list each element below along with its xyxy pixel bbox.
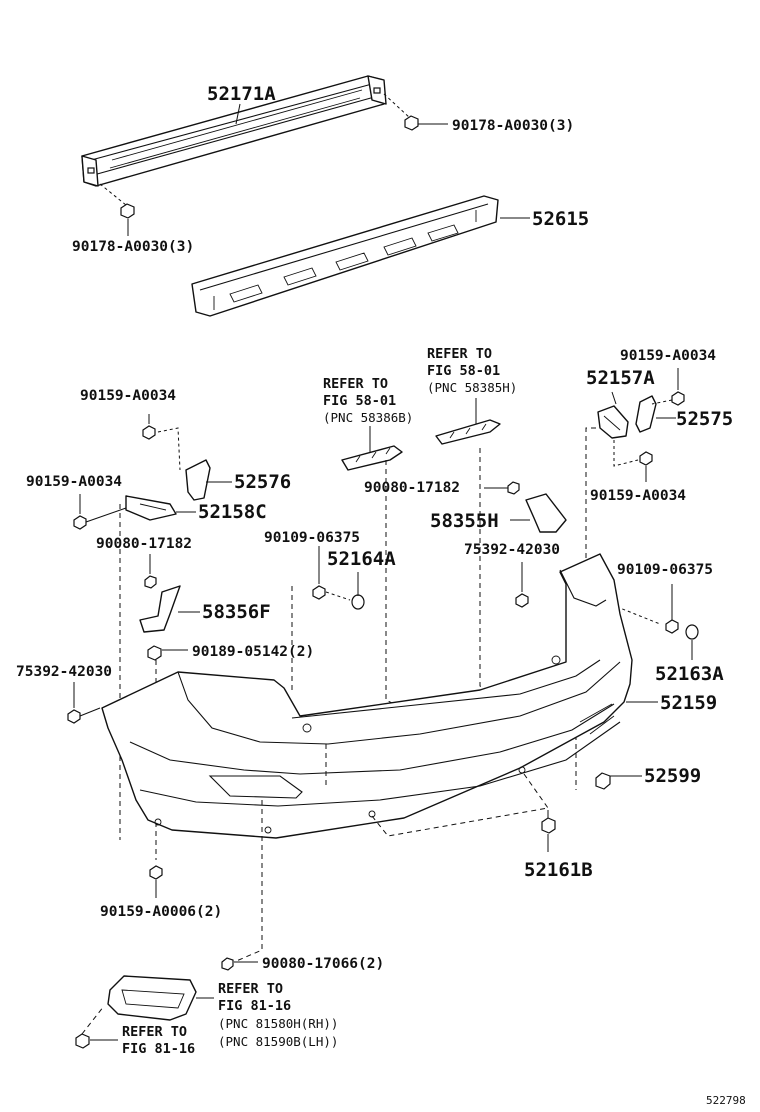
label-grommet-right: 90109-06375 bbox=[617, 562, 713, 578]
label-ref-8116-a-1: REFER TO bbox=[218, 981, 283, 997]
label-rivet-left: 75392-42030 bbox=[16, 664, 112, 680]
label-retainer-lh-small: 52576 bbox=[234, 471, 291, 493]
label-ref-8116-a-4: (PNC 81590B(LH)) bbox=[218, 1034, 338, 1049]
rivet-left[interactable] bbox=[67, 682, 101, 724]
bracket-rh[interactable] bbox=[525, 493, 567, 533]
screw-right-lower[interactable] bbox=[639, 451, 653, 482]
label-reinforcement: 52171A bbox=[207, 83, 276, 105]
label-ref-5801-b-2: FIG 58-01 bbox=[427, 363, 500, 379]
retainer-rh[interactable] bbox=[597, 405, 629, 439]
label-grommet-left: 90109-06375 bbox=[264, 530, 360, 546]
reinforcement-beam[interactable] bbox=[81, 75, 387, 187]
clip-bottom[interactable] bbox=[541, 810, 556, 852]
label-reinforcement-nut: 90178-A0030(3) bbox=[452, 118, 574, 134]
label-ref-8116-a-2: FIG 81-16 bbox=[218, 998, 291, 1014]
label-ref-8116-b-1: REFER TO bbox=[122, 1024, 187, 1040]
label-ref-8116-a-3: (PNC 81580H(RH)) bbox=[218, 1016, 338, 1031]
rivet-mid[interactable] bbox=[515, 562, 529, 608]
clip-left[interactable] bbox=[144, 554, 157, 589]
grommet-left[interactable] bbox=[312, 585, 326, 600]
bracket-lh[interactable] bbox=[139, 585, 181, 633]
screw-bottom[interactable] bbox=[149, 865, 163, 898]
label-rivet-mid: 75392-42030 bbox=[464, 542, 560, 558]
cover-right[interactable] bbox=[685, 624, 699, 640]
label-clip-mid: 90080-17182 bbox=[364, 480, 460, 496]
label-absorber: 52615 bbox=[532, 208, 589, 230]
nut-bracket[interactable] bbox=[147, 645, 162, 661]
label-cover-left: 52164A bbox=[327, 548, 396, 570]
diagram-id: 522798 bbox=[706, 1094, 746, 1107]
label-reinforcement-nut-lower: 90178-A0030(3) bbox=[72, 239, 194, 255]
screw-left-top[interactable] bbox=[142, 414, 156, 440]
clip-lamp[interactable] bbox=[221, 957, 234, 971]
label-ref-5801-b-1: REFER TO bbox=[427, 346, 492, 362]
label-bracket-lh: 58356F bbox=[202, 601, 271, 623]
label-clip-bottom: 52161B bbox=[524, 859, 593, 881]
label-ref-5801-a-2: FIG 58-01 bbox=[323, 393, 396, 409]
label-screw-right-lower: 90159-A0034 bbox=[590, 488, 686, 504]
label-ref-8116-b-2: FIG 81-16 bbox=[122, 1041, 195, 1057]
screw-side[interactable] bbox=[595, 772, 611, 790]
label-screw-left-mid: 90159-A0034 bbox=[26, 474, 122, 490]
label-screw-bottom: 90159-A0006(2) bbox=[100, 904, 222, 920]
label-clip-left: 90080-17182 bbox=[96, 536, 192, 552]
retainer-lh-small[interactable] bbox=[185, 459, 211, 501]
screw-left-mid[interactable] bbox=[73, 494, 127, 530]
label-screw-left-top: 90159-A0034 bbox=[80, 388, 176, 404]
label-retainer-rh: 52157A bbox=[586, 367, 655, 389]
retainer-center-left[interactable] bbox=[341, 445, 403, 471]
label-retainer-lh: 52158C bbox=[198, 501, 267, 523]
label-screw-side: 52599 bbox=[644, 765, 701, 787]
cover-left[interactable] bbox=[351, 594, 365, 610]
label-retainer-rh-small: 52575 bbox=[676, 408, 733, 430]
rear-bumper-cover[interactable] bbox=[101, 553, 633, 839]
label-clip-lamp: 90080-17066(2) bbox=[262, 956, 384, 972]
label-bumper-cover: 52159 bbox=[660, 692, 717, 714]
label-bracket-rh: 58355H bbox=[430, 510, 499, 532]
retainer-lh[interactable] bbox=[125, 495, 177, 521]
label-ref-5801-b-3: (PNC 58385H) bbox=[427, 380, 517, 395]
label-ref-5801-a-1: REFER TO bbox=[323, 376, 388, 392]
screw-reflector[interactable] bbox=[75, 1033, 118, 1049]
clip-mid[interactable] bbox=[507, 481, 520, 495]
retainer-rh-small[interactable] bbox=[635, 395, 657, 433]
rear-reflector[interactable] bbox=[107, 975, 197, 1021]
grommet-right[interactable] bbox=[665, 619, 679, 634]
label-cover-right: 52163A bbox=[655, 663, 724, 685]
energy-absorber[interactable] bbox=[191, 195, 499, 317]
retainer-center-right[interactable] bbox=[435, 419, 501, 445]
label-ref-5801-a-3: (PNC 58386B) bbox=[323, 410, 413, 425]
label-nut-bracket: 90189-05142(2) bbox=[192, 644, 314, 660]
screw-right-top[interactable] bbox=[671, 368, 685, 406]
reinforcement-nut-right[interactable] bbox=[404, 115, 419, 131]
label-screw-right-top: 90159-A0034 bbox=[620, 348, 716, 364]
reinforcement-nut-left[interactable] bbox=[120, 203, 135, 219]
